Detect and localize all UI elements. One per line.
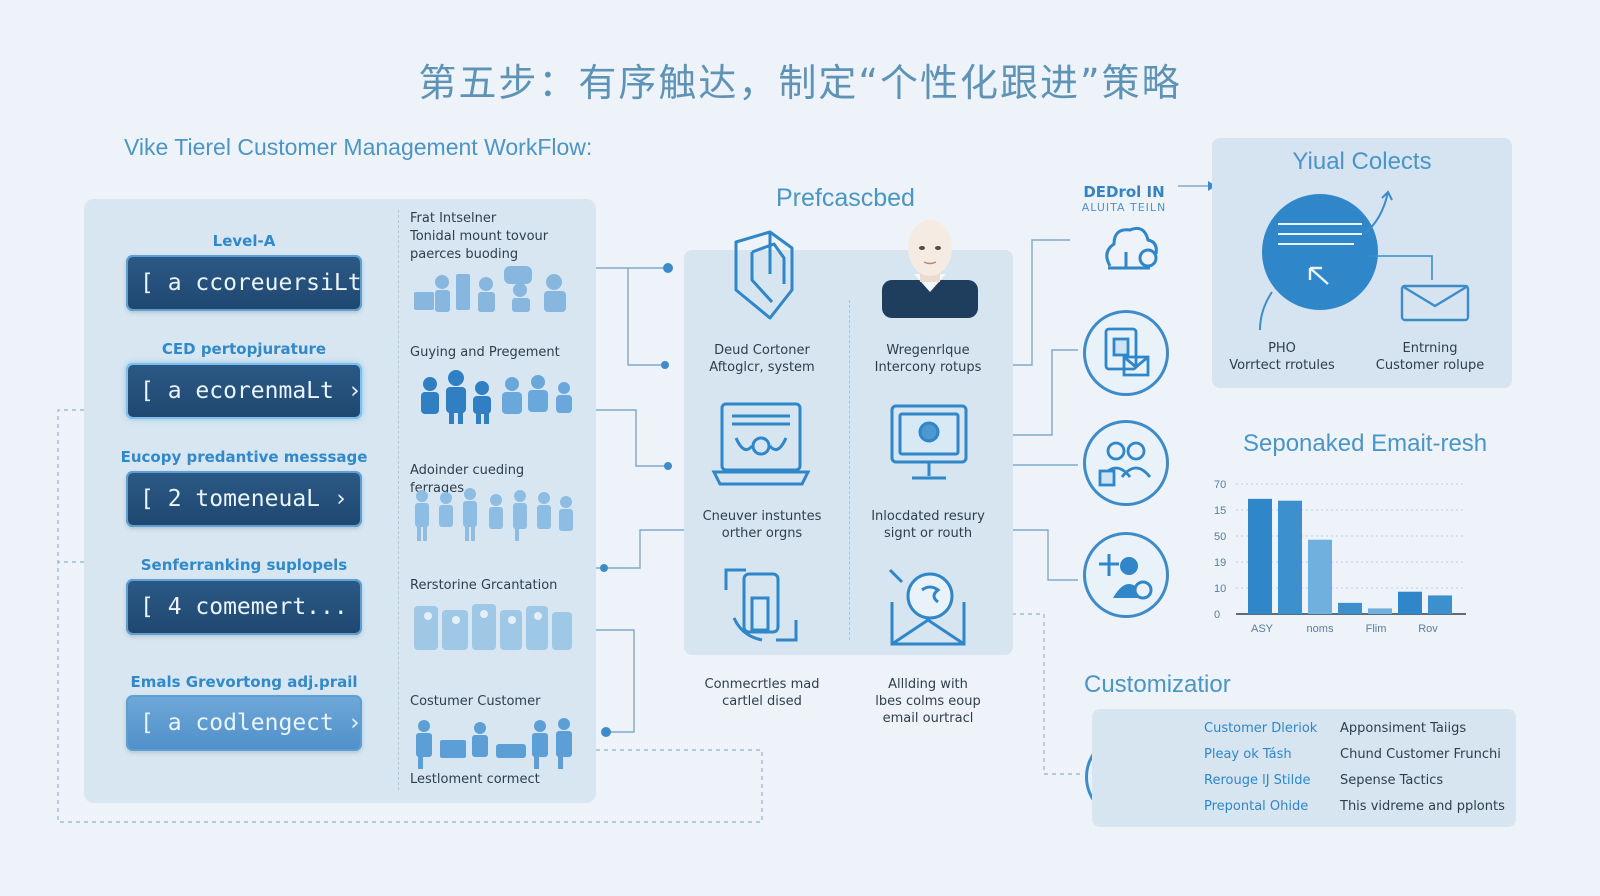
level-label-5: Emals Grevortong adj.prail [130,673,358,691]
customization-item-1: Apponsiment Taiigs [1340,721,1467,736]
level-button-1[interactable]: [ a ccoreuersiLt › [126,255,362,311]
channel-label-6: Alllding with lbes colms eoup email ourt… [875,677,981,726]
person-avatar-icon [882,220,978,318]
chart-xtick-label: Flim [1366,623,1387,635]
workers-icon [414,604,572,650]
customization-right-list: Apponsiment Taiigs Chund Customer Frunch… [1340,716,1505,820]
workflow-subtitle: Vike Tierel Customer Management WorkFlow… [124,134,593,160]
left-panel-footer: Lestloment cormect [410,772,540,787]
chart-xtick-label: noms [1307,623,1334,635]
chat-bubble-icon [1259,190,1470,330]
level-button-2[interactable]: [ a ecorenmaLt › [126,363,362,419]
chart-ytick-label: 10 [1214,583,1226,595]
chart-bar [1428,595,1452,614]
level-button-4[interactable]: [ 4 comemert... › [126,579,362,635]
center-title: Prefcascbed [776,184,915,212]
level-button-5[interactable]: [ a codlengect › [126,695,362,751]
customization-link-2[interactable]: Pleay ok Tásh [1204,747,1292,762]
service-team-icon [416,718,572,769]
yual-title: Yiual Colects [1292,148,1432,175]
chart-xtick-label: Rov [1418,623,1438,635]
channel-label-4: Inlocdated resury signt or routh [871,509,985,541]
level-label-4: Senferranking suplopels [140,556,348,574]
level-label-3: Eucopy predantive messsage [120,448,368,466]
level-label-1: Level-A [212,232,276,250]
dedoral-title: DEDrol IN [1083,183,1165,201]
chart-ytick-label: 0 [1214,609,1220,621]
customization-item-2: Chund Customer Frunchi [1340,747,1501,762]
chart-xtick-label: ASY [1251,623,1274,635]
scenario-label-2: Guying and Pregement [410,345,560,360]
customization-item-4: This vidreme and pplonts [1340,799,1505,814]
chart-title: Seponaked Emait-resh [1243,430,1488,457]
chart-bar [1278,500,1302,614]
person-add-icon [1083,532,1169,618]
chart-bar [1338,602,1362,614]
level-button-3-text: [ 2 tomeneuaL › [140,486,348,512]
chart-bar [1248,498,1272,614]
customization-link-3[interactable]: Rerouge lJ Stilde [1204,773,1311,788]
level-label-2: CED pertopjurature [161,340,327,358]
level-button-2-text: [ a ecorenmaLt › [140,378,362,404]
center-divider [849,300,850,640]
panel-divider [398,210,399,790]
customization-panel [1092,709,1516,827]
laptop-icon [711,402,811,486]
channel-label-1: Deud Cortoner Aftoglcr, system [709,343,815,375]
yual-left-label: PHO Vorrtect rrotules [1229,341,1335,373]
scenario-label-4: Rerstorine Grcantation [410,578,558,593]
chart-ytick-label: 70 [1214,479,1226,491]
level-button-4-text: [ 4 comemert... › [140,594,362,620]
dedoral-subtitle: ALUITA TEILN [1081,201,1167,214]
scenario-label-1: Frat Intselner Tonidal mount tovour paer… [410,211,549,262]
chart-ytick-label: 19 [1214,557,1226,569]
yual-right-label: Entrning Customer rolupe [1375,341,1485,373]
dedoral-header: DEDrol IN ALUITA TEILN [1080,183,1168,214]
document-folder-icon [734,230,794,320]
tablet-mail-icon [1083,310,1169,396]
chart-ytick-label: 50 [1214,531,1226,543]
customization-link-1[interactable]: Customer Dleriok [1204,721,1318,736]
monitor-icon [890,404,968,480]
channel-label-5: Conmecrtles mad cartlel dised [704,677,820,709]
scenario-label-5: Costumer Customer [410,694,541,709]
crowd-icon [415,488,573,541]
channel-label-2: Wregenrlque Intercony rotups [874,343,982,375]
customization-left-list: Customer Dleriok Pleay ok Tásh Rerouge l… [1204,716,1317,820]
customization-item-3: Sepense Tactics [1340,773,1444,788]
customization-link-4[interactable]: Prepontal Ohide [1204,799,1309,814]
phone-hand-icon [724,568,798,642]
level-button-1-text: [ a ccoreuersiLt › [140,270,362,296]
mail-chat-icon [888,568,966,646]
chart-bar [1398,591,1422,614]
level-button-3[interactable]: [ 2 tomeneuaL › [126,471,362,527]
group-meeting-icon [421,370,572,424]
page-title: 第五步：有序触达，制定“个性化跟进”策略 [418,61,1182,105]
group-chat-icon [1083,420,1169,506]
chart-ytick-label: 15 [1214,505,1226,517]
level-button-5-text: [ a codlengect › [140,710,362,736]
tree-gear-icon [1105,226,1158,270]
people-illustration-icon [414,266,566,312]
chart-bar [1368,608,1392,614]
customization-title: Customizatior [1084,671,1231,698]
channel-label-3: Cneuver instuntes orther orgns [702,509,822,541]
scenario-label-3: Adoinder cueding ferrages [410,463,525,496]
chart-bar [1308,539,1332,614]
